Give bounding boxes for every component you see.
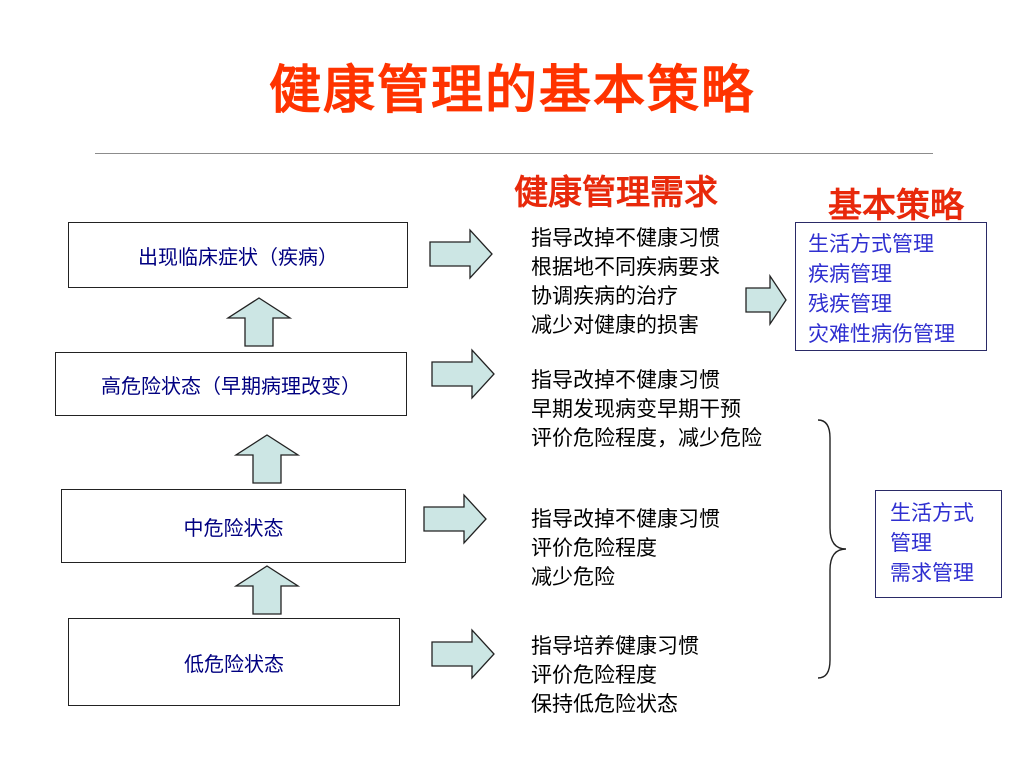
up-arrow-icon — [225, 297, 293, 347]
need-line: 评价危险程度，减少危险 — [531, 426, 762, 450]
strategy-box-lifestyle: 生活方式 管理 需求管理 — [875, 490, 1002, 598]
needs-group-medium-risk: 指导改掉不健康习惯 评价危险程度 减少危险 — [531, 505, 720, 592]
strategy-line: 生活方式 — [890, 501, 974, 525]
needs-heading: 健康管理需求 — [514, 173, 718, 213]
strategy-box-clinical: 生活方式管理 疾病管理 残疾管理 灾难性病伤管理 — [795, 222, 987, 351]
title-divider — [95, 153, 933, 154]
need-line: 指导改掉不健康习惯 — [531, 507, 720, 531]
up-arrow-icon — [233, 434, 301, 484]
state-box-medium-risk: 中危险状态 — [61, 489, 406, 563]
need-line: 保持低危险状态 — [531, 692, 678, 716]
right-arrow-icon — [431, 348, 495, 400]
need-line: 评价危险程度 — [531, 536, 657, 560]
strategy-line: 灾难性病伤管理 — [808, 322, 955, 346]
strategy-heading: 基本策略 — [828, 186, 964, 226]
need-line: 指导改掉不健康习惯 — [531, 368, 720, 392]
need-line: 评价危险程度 — [531, 663, 657, 687]
up-arrow-icon — [233, 565, 301, 615]
need-line: 指导培养健康习惯 — [531, 634, 699, 658]
needs-group-low-risk: 指导培养健康习惯 评价危险程度 保持低危险状态 — [531, 632, 699, 719]
state-label: 低危险状态 — [184, 651, 284, 676]
strategy-line: 需求管理 — [890, 561, 974, 585]
strategy-line: 管理 — [890, 531, 932, 555]
needs-group-high-risk: 指导改掉不健康习惯 早期发现病变早期干预 评价危险程度，减少危险 — [531, 366, 762, 453]
right-arrow-icon — [429, 228, 493, 280]
strategy-line: 疾病管理 — [808, 262, 892, 286]
state-label: 中危险状态 — [183, 515, 284, 540]
slide-title: 健康管理的基本策略 — [268, 60, 755, 121]
need-line: 减少危险 — [531, 565, 615, 589]
strategy-line: 残疾管理 — [808, 292, 892, 316]
need-line: 协调疾病的治疗 — [531, 284, 678, 308]
needs-group-clinical: 指导改掉不健康习惯 根据地不同疾病要求 协调疾病的治疗 减少对健康的损害 — [531, 224, 720, 340]
need-line: 指导改掉不健康习惯 — [531, 226, 720, 250]
strategy-line: 生活方式管理 — [808, 232, 934, 256]
state-box-high-risk: 高危险状态（早期病理改变） — [55, 352, 407, 416]
grouping-brace — [817, 419, 847, 679]
need-line: 根据地不同疾病要求 — [531, 255, 720, 279]
right-arrow-icon — [423, 493, 487, 545]
right-arrow-icon — [431, 628, 495, 680]
right-arrow-icon — [745, 273, 787, 327]
state-box-low-risk: 低危险状态 — [68, 618, 400, 706]
state-label: 高危险状态（早期病理改变） — [101, 373, 361, 398]
state-box-clinical: 出现临床症状（疾病） — [68, 222, 408, 288]
need-line: 早期发现病变早期干预 — [531, 397, 741, 421]
state-label: 出现临床症状（疾病） — [138, 244, 338, 269]
need-line: 减少对健康的损害 — [531, 313, 699, 337]
